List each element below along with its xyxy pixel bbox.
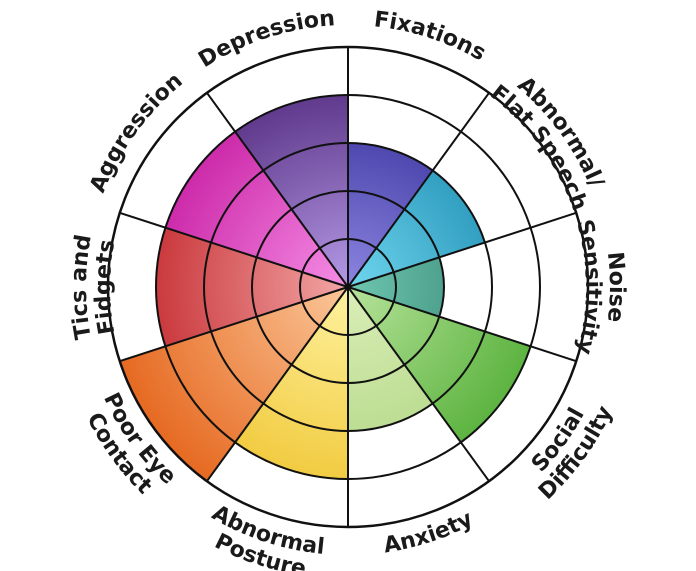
wedge-anxiety	[348, 287, 433, 431]
grid-spoke	[119, 286, 349, 363]
grid-spoke	[347, 286, 577, 363]
grid-spoke	[206, 92, 349, 288]
segment-label: Noise	[602, 251, 629, 324]
segment-label: Tics and	[67, 233, 97, 341]
grid-spoke	[206, 286, 349, 482]
grid-spoke	[347, 92, 490, 288]
wedge-fixations	[348, 143, 433, 287]
wedge-depression	[235, 95, 348, 287]
grid-layer	[106, 45, 590, 529]
wedge-social-difficulty	[348, 287, 531, 443]
segment-label: Fidgets	[91, 238, 120, 336]
grid-spoke	[347, 211, 577, 288]
wedges-layer	[108, 47, 588, 527]
grid-spoke	[347, 286, 490, 482]
wedge-abnormal-flat-speech	[348, 170, 485, 287]
wedge-aggression	[165, 131, 348, 287]
grid-spoke	[119, 211, 349, 288]
wedge-abnormal-posture	[235, 287, 348, 479]
wedge-poor-eye-contact	[119, 287, 348, 482]
